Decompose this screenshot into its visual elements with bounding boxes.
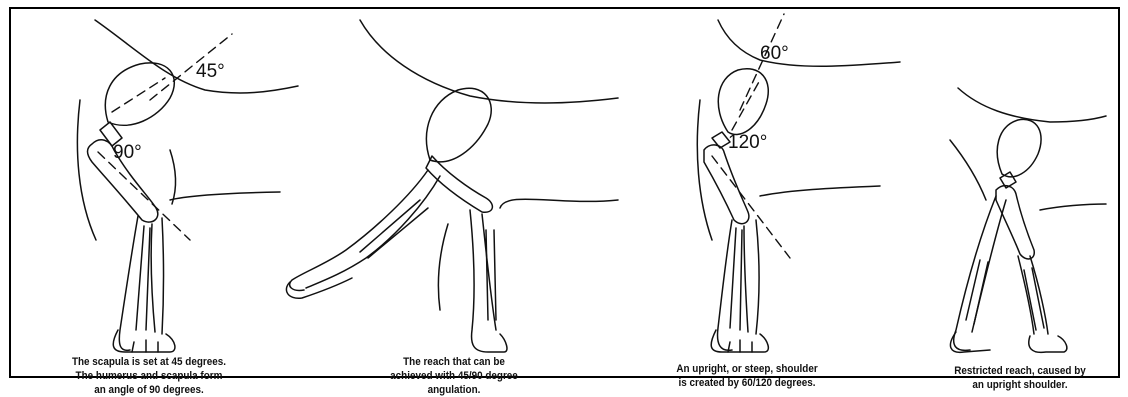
caption-line: an angle of 90 degrees. — [46, 383, 253, 397]
caption-line: Restricted reach, caused by — [917, 364, 1124, 378]
caption-panel-2: The reach that can be achieved with 45/9… — [351, 355, 558, 397]
angle-label-60: 60° — [760, 44, 789, 63]
caption-line: angulation. — [351, 383, 558, 397]
caption-line: An upright, or steep, shoulder — [644, 362, 851, 376]
caption-line: is created by 60/120 degrees. — [644, 376, 851, 390]
panel-4-leg-drawing — [950, 88, 1106, 352]
shoulder-angulation-illustration — [0, 0, 1128, 389]
caption-line: The reach that can be — [351, 355, 558, 369]
caption-panel-3: An upright, or steep, shoulder is create… — [644, 362, 851, 390]
panel-3-leg-drawing — [697, 14, 900, 352]
caption-panel-4: Restricted reach, caused by an upright s… — [917, 364, 1124, 392]
panel-1-leg-drawing — [77, 20, 298, 352]
angle-label-45: 45° — [196, 62, 225, 81]
panel-2-leg-drawing — [286, 20, 618, 352]
caption-line: The scapula is set at 45 degrees. — [46, 355, 253, 369]
angle-label-90: 90° — [113, 143, 142, 162]
caption-line: an upright shoulder. — [917, 378, 1124, 392]
angle-label-120: 120° — [728, 133, 767, 152]
caption-line: achieved with 45/90 degree — [351, 369, 558, 383]
caption-line: The humerus and scapula form — [46, 369, 253, 383]
caption-panel-1: The scapula is set at 45 degrees. The hu… — [46, 355, 253, 397]
